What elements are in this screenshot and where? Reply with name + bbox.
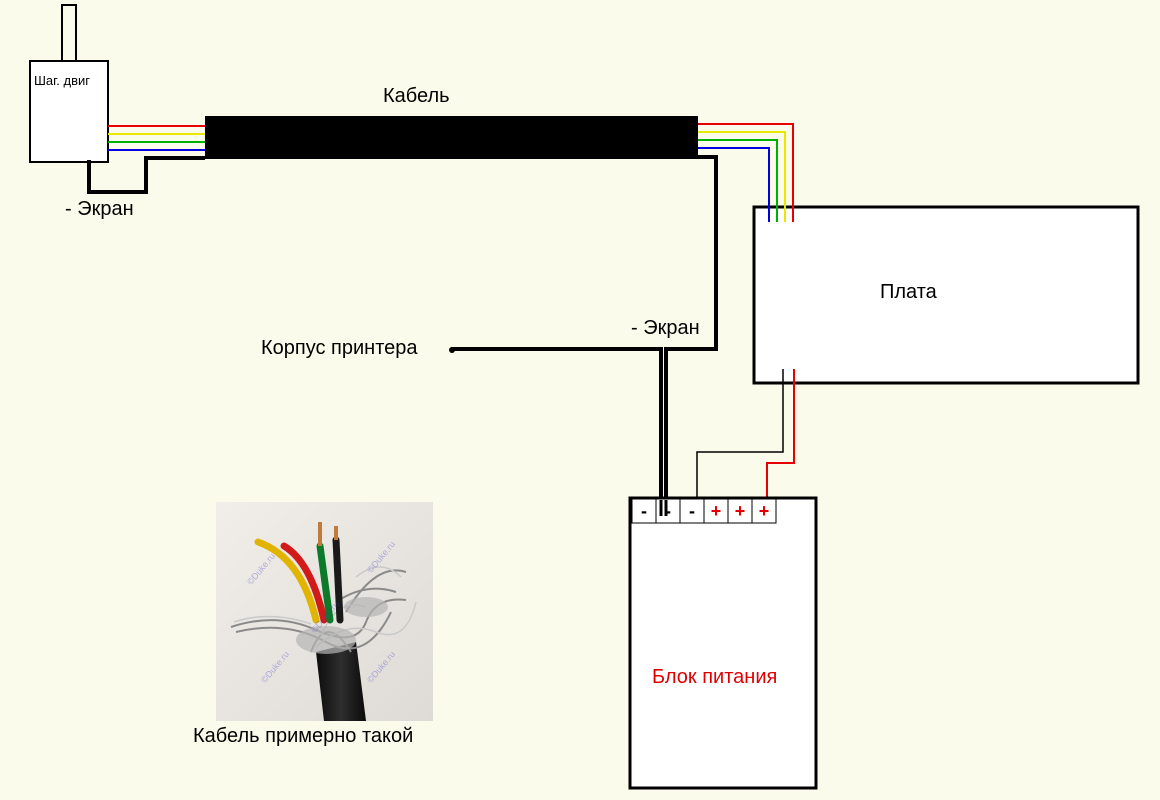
shield-right-label: - Экран	[631, 317, 700, 339]
power-supply-box	[628, 496, 818, 790]
motor-shaft	[61, 4, 77, 62]
wire-yellow-right	[698, 131, 786, 222]
psu-terminal-positive-2: +	[734, 501, 746, 521]
psu-terminal-negative-3: -	[689, 501, 695, 521]
printer-case-wire	[451, 347, 663, 502]
psu-terminal-negative-1: -	[641, 501, 647, 521]
wire-green-right	[698, 139, 778, 222]
board-box	[752, 205, 1140, 385]
terminal-wire-ends	[659, 500, 668, 516]
wire-red-right	[698, 123, 794, 222]
psu-terminal-negative-2: -	[665, 501, 671, 521]
psu-terminal-positive-1: +	[710, 501, 722, 521]
psu-terminal-positive-3: +	[758, 501, 770, 521]
cable-label: Кабель	[383, 85, 450, 107]
cable-to-board-wires	[698, 123, 794, 222]
shield-wire-left	[87, 156, 205, 194]
psu-label: Блок питания	[652, 666, 778, 688]
printer-case-point	[449, 347, 455, 353]
motor-to-cable-wires	[108, 125, 205, 151]
board-wire-ends	[768, 200, 794, 222]
motor-label: Шаг. двиг	[34, 73, 91, 88]
wire-blue-right	[698, 147, 770, 222]
board-label: Плата	[880, 281, 937, 303]
photo-caption: Кабель примерно такой	[193, 725, 414, 747]
stepper-motor-box	[29, 60, 109, 163]
printer-case-label: Корпус принтера	[261, 337, 418, 359]
cable-body	[205, 116, 698, 159]
shield-wire-right	[664, 155, 718, 502]
cable-photo: ©Duke.ru ©Duke.ru ©Duke.ru ©Duke.ru ©Duk…	[216, 502, 433, 721]
board-to-psu-negative-wire	[696, 369, 784, 500]
shield-left-label: - Экран	[65, 198, 134, 220]
board-to-psu-positive-wire	[766, 369, 795, 500]
